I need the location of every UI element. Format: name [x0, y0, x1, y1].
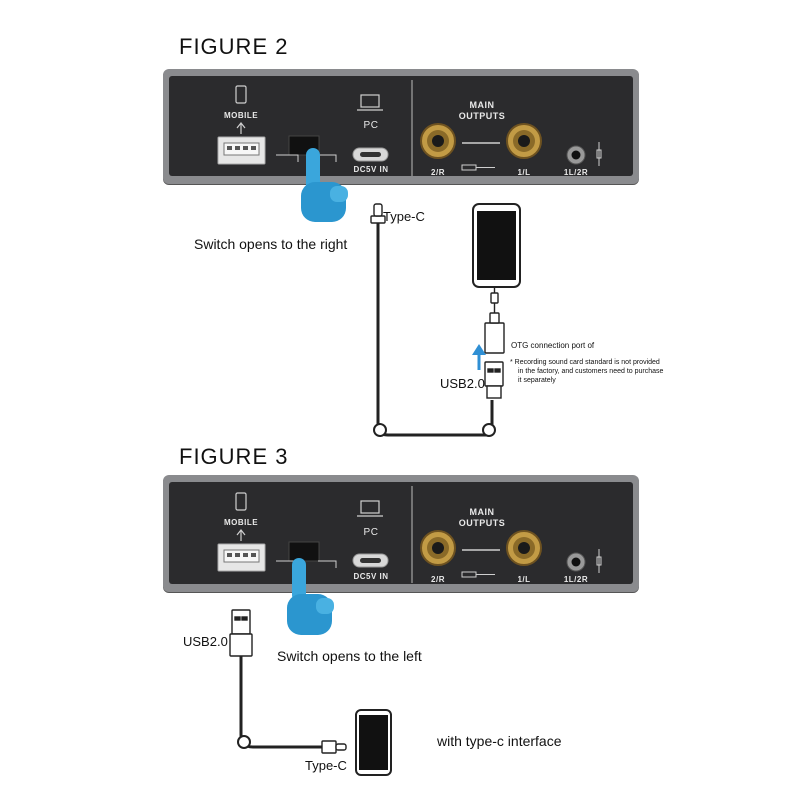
smartphone-icon — [355, 709, 392, 776]
arrow-up-icon — [236, 529, 246, 541]
stereo-jack-label: 1L/2R — [563, 168, 589, 177]
otg-adapter — [484, 286, 505, 354]
otg-label: OTG connection port of — [511, 341, 595, 350]
typec-label: Type-C — [383, 209, 425, 224]
typec-plug — [321, 740, 347, 754]
usb-label: USB2.0 — [183, 634, 228, 649]
insert-arrow-icon — [472, 344, 486, 370]
output-jack-right — [420, 123, 456, 159]
output-jack-left — [506, 530, 542, 566]
mobile-icon — [235, 85, 247, 104]
phone-caption: with type-c interface — [437, 733, 562, 749]
mobile-label: MOBILE — [223, 111, 259, 120]
pointing-hand-icon — [301, 148, 348, 222]
pointing-hand-icon — [287, 558, 334, 635]
output-jack-right — [420, 530, 456, 566]
outputs-label: OUTPUTS — [458, 111, 506, 121]
output-jack-left — [506, 123, 542, 159]
minijack-icon — [596, 142, 602, 166]
switch-caption: Switch opens to the right — [194, 236, 348, 252]
pc-label: PC — [363, 527, 379, 538]
stereo-jack-label: 1L/2R — [563, 575, 589, 584]
note-line-2: in the factory, and customers need to pu… — [518, 368, 664, 375]
minijack-icon — [596, 549, 602, 573]
usb-to-typec-cable — [239, 656, 322, 749]
laptop-icon — [357, 500, 383, 517]
main-label: MAIN — [469, 100, 495, 110]
mobile-label: MOBILE — [223, 518, 259, 527]
switch-caption: Switch opens to the left — [277, 648, 422, 664]
dc-input-label: DC5V IN — [353, 165, 389, 174]
typec-label: Type-C — [305, 758, 347, 773]
headphone-jack — [566, 145, 586, 165]
outputs-label: OUTPUTS — [458, 518, 506, 528]
note-line-1: * Recording sound card standard is not p… — [510, 359, 660, 366]
note-line-3: it separately — [518, 377, 556, 384]
mode-switch — [288, 541, 320, 562]
plug-icon — [461, 571, 495, 578]
smartphone-icon — [472, 203, 521, 288]
usb-label: USB2.0 — [440, 376, 485, 391]
jack-left-label: 1/L — [517, 168, 531, 177]
mobile-icon — [235, 492, 247, 511]
jack-left-label: 1/L — [517, 575, 531, 584]
jack-right-label: 2/R — [431, 575, 445, 584]
laptop-icon — [357, 94, 383, 111]
usb-a-plug — [484, 361, 504, 399]
usb-a-plug — [229, 609, 253, 657]
pc-label: PC — [363, 120, 379, 131]
main-label: MAIN — [469, 507, 495, 517]
headphone-jack — [566, 552, 586, 572]
figure-2-title: FIGURE 2 — [179, 34, 289, 59]
main-outputs-label: MAIN OUTPUTS — [447, 507, 517, 529]
figure-3-title: FIGURE 3 — [179, 444, 289, 469]
arrow-up-icon — [236, 122, 246, 134]
plug-icon — [461, 164, 495, 171]
typec-plug — [370, 203, 386, 224]
dc-input-label: DC5V IN — [353, 572, 389, 581]
jack-right-label: 2/R — [431, 168, 445, 177]
main-outputs-label: MAIN OUTPUTS — [447, 100, 517, 122]
